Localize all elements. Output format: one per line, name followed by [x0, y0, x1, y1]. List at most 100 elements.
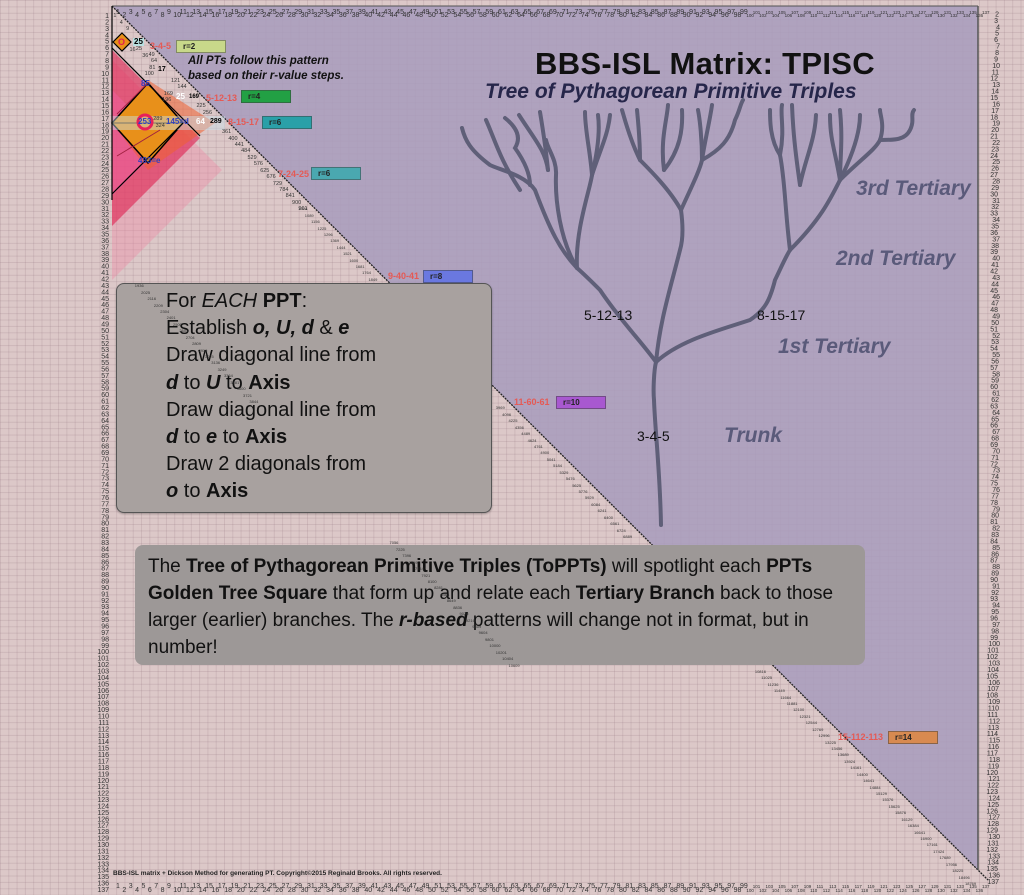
- top-axis-tick: 49: [422, 9, 430, 16]
- right-axis-tick: 56: [991, 358, 999, 365]
- left-axis-tick: 70: [101, 456, 109, 463]
- left-axis-tick: 86: [101, 559, 109, 566]
- o-marker-253: [136, 113, 154, 131]
- top-axis-tick: 6: [148, 12, 152, 19]
- left-axis-tick: 46: [101, 302, 109, 309]
- bottom-axis-tick: 91: [689, 883, 697, 890]
- top-axis-tick: 67: [536, 9, 544, 16]
- top-axis-tick: 27: [282, 9, 290, 16]
- bottom-axis-tick: 59: [485, 883, 493, 890]
- top-axis-tick: 132: [950, 13, 958, 18]
- top-axis-tick: 92: [695, 12, 703, 19]
- right-axis-tick: 36: [990, 230, 998, 237]
- right-axis-tick: 8: [995, 50, 999, 57]
- left-axis-tick: 112: [98, 726, 109, 733]
- bottom-axis-tick: 127: [918, 884, 926, 889]
- right-axis-tick: 38: [991, 243, 999, 250]
- tier-2nd: 2nd Tertiary: [836, 247, 956, 270]
- top-axis-tick: 78: [606, 12, 614, 19]
- right-axis-tick: 58: [992, 371, 1000, 378]
- top-axis-tick: 31: [307, 9, 315, 16]
- top-axis-tick: 133: [957, 10, 965, 15]
- tier-1st: 1st Tertiary: [778, 335, 891, 358]
- label-289: 289: [210, 118, 222, 125]
- top-axis-tick: 5: [141, 9, 145, 16]
- left-axis-tick: 52: [101, 341, 109, 348]
- bottom-axis-tick: 19: [231, 883, 239, 890]
- right-axis-ticks: 2345678910111213141516171819202122232425…: [986, 11, 1000, 886]
- top-axis-tick: 119: [867, 10, 875, 15]
- left-axis-tick: 94: [101, 611, 109, 618]
- bottom-axis-tick: 41: [371, 883, 379, 890]
- bottom-axis-tick: 116: [848, 888, 856, 893]
- tier-trunk: Trunk: [724, 424, 782, 447]
- square-3-4-5: [112, 32, 132, 52]
- bottom-axis-tick: 85: [651, 883, 659, 890]
- left-axis-tick: 76: [101, 495, 109, 502]
- top-axis-tick: 59: [485, 9, 493, 16]
- top-axis-tick: 97: [727, 9, 735, 16]
- bottom-axis-tick: 34: [326, 887, 334, 894]
- instructions-box: For EACH PPT: Establish o, U, d & e Draw…: [116, 283, 492, 513]
- right-sub-4: [790, 103, 802, 187]
- text-emph: o, U, d: [252, 317, 314, 340]
- left-axis-tick: 132: [97, 855, 109, 862]
- text: back to those larger (earlier) branches.…: [148, 583, 834, 631]
- bottom-axis-tick: 42: [377, 887, 385, 894]
- top-axis-tick: 39: [358, 9, 366, 16]
- bottom-axis-tick: 51: [434, 883, 442, 890]
- label-25: 25: [133, 37, 144, 46]
- right-sub-9: [828, 113, 842, 182]
- top-axis-tick: 87: [664, 9, 672, 16]
- right-axis-tick: 2: [995, 11, 999, 18]
- bottom-axis-tick: 77: [600, 883, 608, 890]
- text-bold: Axis: [248, 371, 291, 394]
- right-axis-tick: 11: [992, 69, 999, 76]
- left-axis-tick: 63: [101, 411, 109, 418]
- left-axis-tick: 4: [105, 32, 109, 39]
- r-badge-5-12-13: r=4: [241, 90, 291, 103]
- node-3-4-5: 3-4-5: [637, 428, 670, 444]
- right-axis-tick: 62: [991, 397, 999, 404]
- top-axis-tick: 69: [549, 9, 557, 16]
- left-axis-tick: 114: [98, 739, 109, 746]
- bottom-axis-tick: 47: [409, 883, 417, 890]
- right-axis-tick: 7: [996, 44, 1000, 51]
- left-axis-tick: 88: [101, 572, 109, 579]
- text-emph: e: [338, 317, 350, 340]
- text-bold: Axis: [244, 426, 288, 449]
- left-axis-tick: 1: [105, 13, 109, 20]
- top-axis-tick: 4: [135, 12, 139, 19]
- left-axis-tick: 84: [101, 546, 109, 553]
- left-axis-tick: 51: [101, 334, 109, 341]
- bottom-axis-tick: 87: [664, 883, 672, 890]
- top-axis-tick: 12: [186, 12, 194, 19]
- bottom-axis-tick: 99: [740, 883, 748, 890]
- left-twig-2: [503, 116, 532, 187]
- left-axis-tick: 81: [101, 527, 109, 534]
- right-axis-tick: 61: [992, 391, 1000, 398]
- right-axis-tick: 137: [987, 879, 999, 886]
- left-axis-tick: 96: [101, 624, 109, 631]
- bottom-axis-tick: 36: [339, 887, 347, 894]
- bottom-axis-tick: 66: [530, 887, 538, 894]
- left-axis-tick: 100: [97, 649, 109, 656]
- top-axis-tick: 30: [301, 12, 309, 19]
- bottom-axis-tick: 16: [212, 887, 220, 894]
- label-85: 85: [141, 79, 150, 88]
- text-emph: U: [206, 371, 221, 394]
- left-axis-tick: 57: [101, 373, 109, 380]
- text-bold: Tree of Pythagorean Primitive Triples (T…: [186, 556, 607, 577]
- left-axis-tick: 62: [101, 405, 109, 412]
- top-axis-tick: 64: [517, 12, 525, 19]
- left-axis-tick: 126: [97, 816, 109, 823]
- bottom-axis-tick: 93: [702, 883, 710, 890]
- left-axis-tick: 32: [101, 212, 109, 219]
- left-axis-tick: 10: [101, 71, 109, 78]
- top-axis-tick: 10: [173, 12, 181, 19]
- bottom-axis-tick: 128: [925, 888, 933, 893]
- bottom-axis-tick: 46: [403, 887, 411, 894]
- top-axis-tick: 123: [893, 10, 901, 15]
- top-axis-tick: 77: [600, 9, 608, 16]
- bottom-axis-tick: 94: [708, 887, 716, 894]
